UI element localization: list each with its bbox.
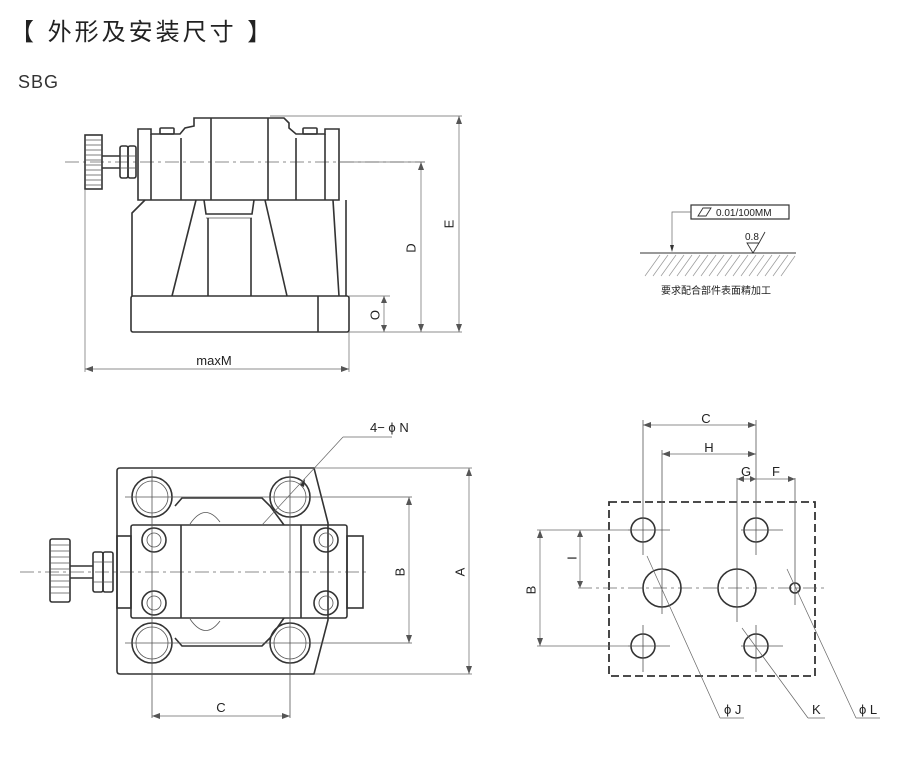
body-bolts [141,527,339,616]
dim-label-L: ϕ L [859,702,877,717]
adjustment-knob [84,134,137,190]
dim-label-C-pattern: C [701,411,710,426]
surface-finish-note: 0.01/100MM 0.8 要求配合部件表面精加工 [640,204,796,297]
mounting-bracket [131,199,347,297]
flatness-value: 0.01/100MM [716,208,772,219]
top-view: 4− ϕ N B A C [20,420,472,719]
mounting-surface-outline [608,501,816,677]
dim-label-C-top: C [216,700,225,715]
dim-label-F: F [772,464,780,479]
dim-label-G: G [741,464,751,479]
dim-label-A: A [452,567,467,576]
side-dimensions [84,115,462,372]
flatness-symbol-icon [697,207,712,217]
mounting-holes [131,476,311,664]
roughness-symbol-icon [746,231,766,254]
top-dimensions [152,436,472,719]
base-plate [130,295,350,333]
hole-center-lines [125,470,412,718]
dim-label-H: H [704,440,713,455]
base-outline [116,467,329,675]
dim-label-J: ϕ J [724,702,741,717]
dim-label-B-pattern: B [523,586,538,595]
pattern-dimensions [537,422,880,719]
dim-label-I: I [564,556,579,560]
dim-label-B-top: B [392,568,407,577]
valve-body [137,117,340,201]
model-label: SBG [18,72,60,92]
pattern-center-lines [628,420,796,672]
dim-label-D: D [403,243,418,252]
side-view: E D O maxM [65,115,462,372]
adjustment-knob-top [49,538,114,603]
dim-label-holes-N: 4− ϕ N [370,420,409,435]
dim-label-E: E [441,219,456,228]
dim-label-maxM: maxM [196,353,231,368]
dim-label-K: K [812,702,821,717]
section-title: 【 外形及安装尺寸 】 [10,18,275,46]
mounting-pattern: C H G F I B ϕ J K ϕ L [523,411,880,719]
roughness-value: 0.8 [745,232,759,243]
surface-note-caption: 要求配合部件表面精加工 [661,284,771,297]
surface-hatch [644,254,796,277]
dim-label-O: O [367,310,382,320]
